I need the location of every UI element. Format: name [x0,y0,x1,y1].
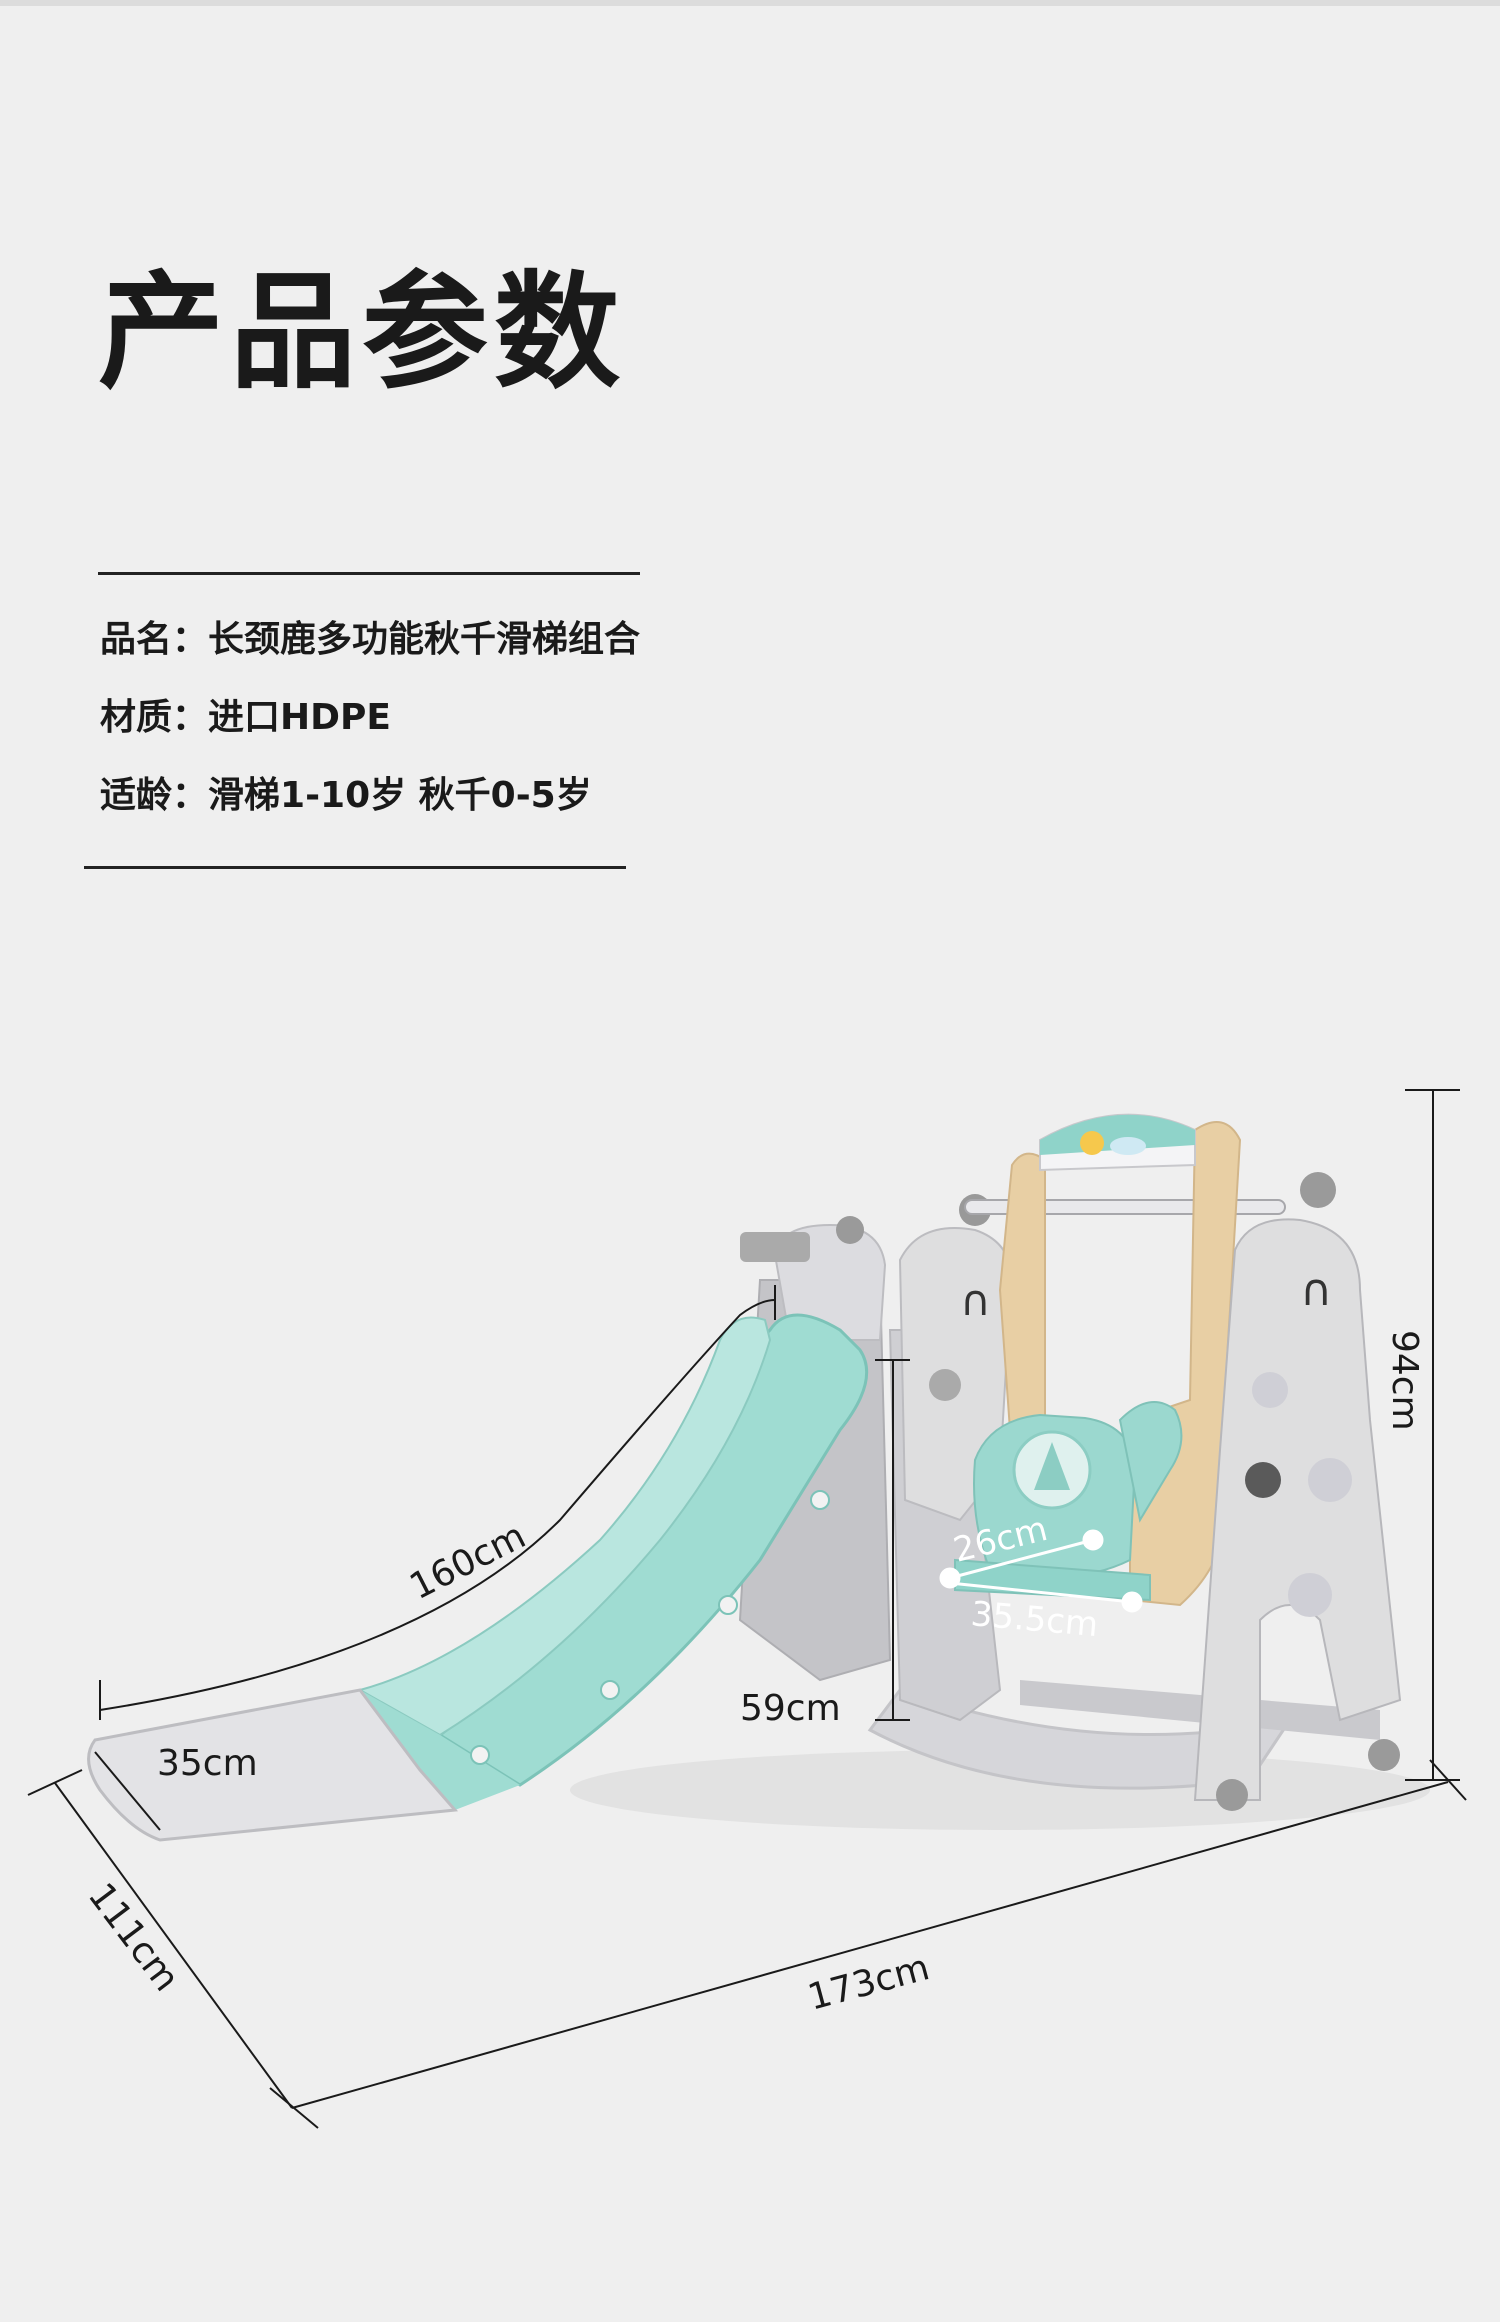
spec-separator: ： [172,697,209,738]
bolt-icon [929,1369,961,1401]
rivet-icon [810,1490,830,1510]
spec-value: 滑梯1-10岁 秋千0-5岁 [208,775,592,816]
dim-tick [269,2087,319,2129]
slide-exit [87,1688,459,1842]
rivet-icon [600,1680,620,1700]
dim-line-total-depth [54,1782,293,2109]
swing-sign-top [1040,1114,1195,1155]
rivet-icon [718,1595,738,1615]
spec-separator: ： [172,619,209,660]
spec-value: 长颈鹿多功能秋千滑梯组合 [208,619,641,660]
dim-line-slide-width [94,1751,161,1831]
cloud-icon [1110,1137,1146,1155]
dim-line-total-length [291,1781,1449,2109]
dim-label-slide-width: 35cm [157,1743,258,1784]
divider-bottom [84,866,626,869]
sun-icon [1080,1131,1104,1155]
spot-decoration [1288,1573,1332,1617]
dim-label-slide-length: 160cm [403,1515,532,1608]
hole-decoration [1245,1462,1281,1498]
spot-decoration [1252,1372,1288,1408]
spec-key: 品名 [100,619,173,660]
dim-label-platform-height: 59cm [740,1688,841,1729]
spec-value: 进口HDPE [208,697,392,738]
giraffe-right-tower [1193,1218,1402,1801]
dim-label-total-depth: 111cm [80,1876,187,1999]
dim-tick [27,1769,83,1796]
giraffe-right-eye-icon: ∩ [1300,1265,1332,1316]
slide-handle [740,1232,810,1262]
rear-base-rail [1020,1680,1380,1740]
spec-key: 适龄 [100,775,173,816]
slide-bed [357,1316,772,1737]
dim-endpoint [1082,1529,1104,1551]
tree-icon [1034,1442,1070,1490]
top-edge-bar [0,0,1500,6]
rivet-icon [470,1745,490,1765]
spec-row-age: 适龄：滑梯1-10岁 秋千0-5岁 [100,778,592,814]
divider-top [98,572,640,575]
bolt-icon [1300,1172,1336,1208]
spec-separator: ： [172,775,209,816]
dim-tick [1429,1759,1467,1801]
dim-line-slide-length [99,1299,776,1711]
spec-row-name: 品名：长颈鹿多功能秋千滑梯组合 [100,622,640,658]
giraffe-left-eye-icon: ∩ [960,1276,991,1325]
page-title: 产品参数 [98,259,626,406]
spec-key: 材质 [100,697,173,738]
dim-label-total-height: 94cm [1384,1330,1425,1431]
bolt-icon [836,1216,864,1244]
spec-row-material: 材质：进口HDPE [100,700,391,736]
dim-endpoint [1121,1591,1143,1613]
bolt-icon [1368,1739,1400,1771]
dim-line-seat-depth [949,1538,1094,1580]
seat-dimension-lines [939,1529,1143,1613]
dimension-lines [27,1089,1467,2129]
swing-seat-side [1118,1401,1183,1523]
bolt-icon [1216,1779,1248,1811]
spot-decoration [1308,1458,1352,1502]
dim-line-seat-width [949,1581,1133,1604]
swing-left-arm [998,1152,1046,1432]
